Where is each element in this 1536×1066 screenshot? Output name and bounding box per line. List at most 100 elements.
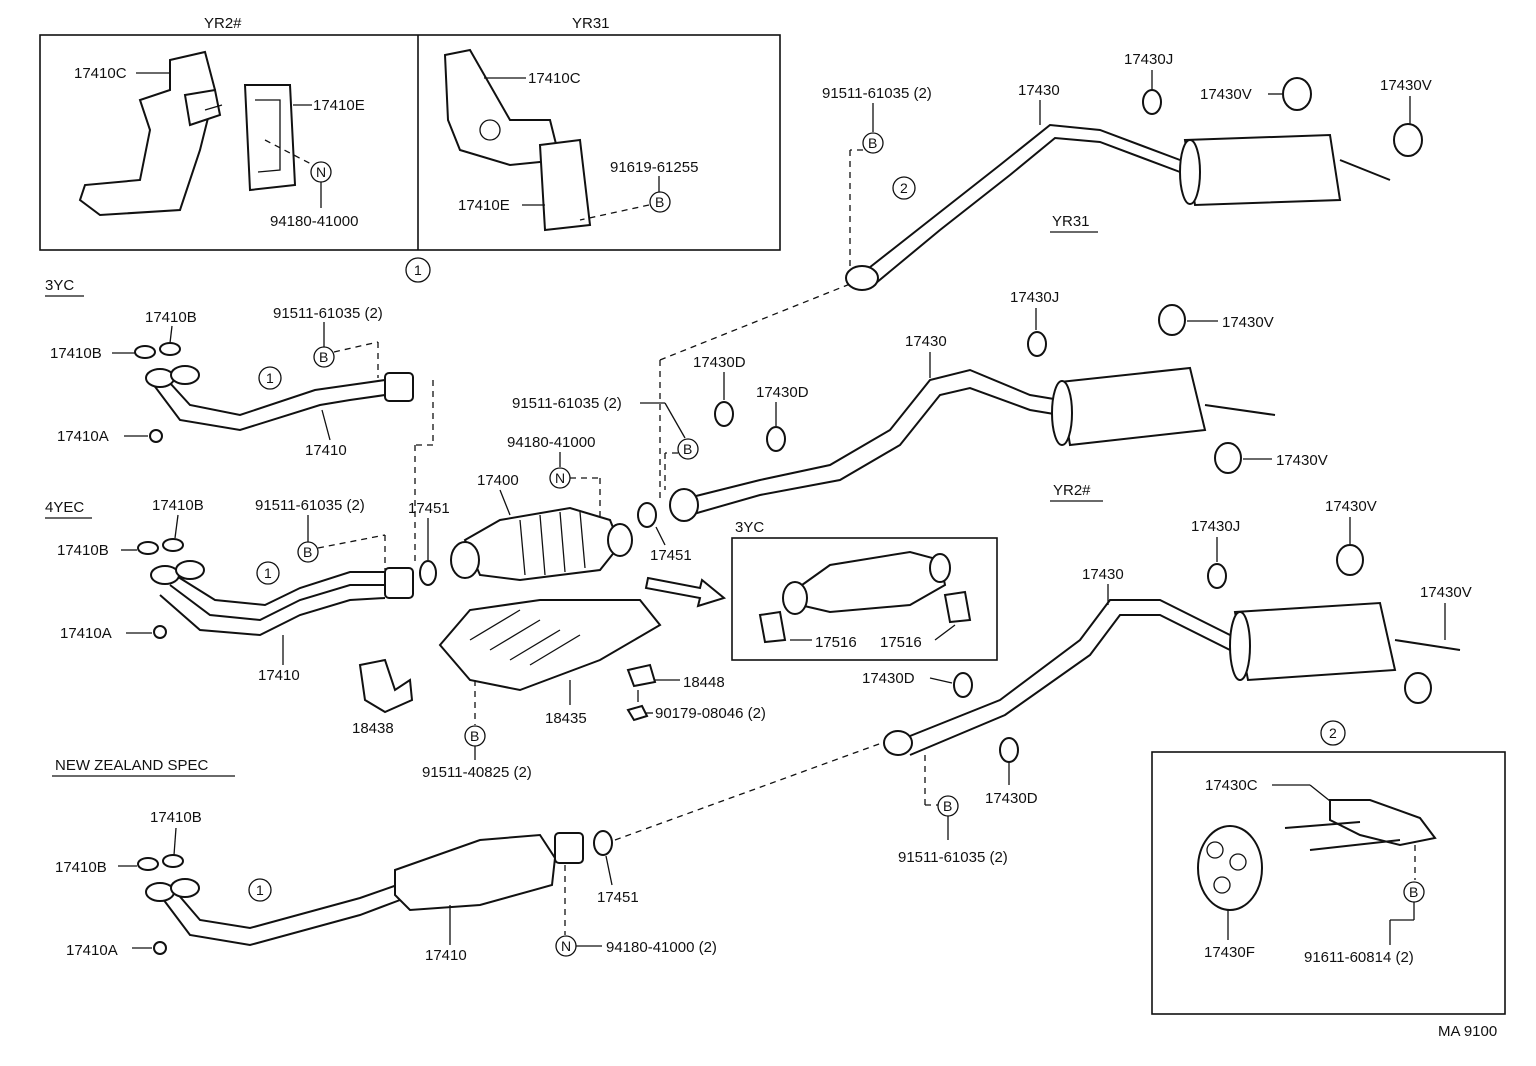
svg-text:B: B (683, 441, 692, 457)
section-label-3yc-inset: 3YC (735, 519, 764, 536)
label-17400: 17400 (477, 472, 519, 489)
label-17410c-yr2: 17410C (74, 65, 127, 82)
tailpipe-yr31-top: 91511-61035 (2) B 2 17430 17430J 17430V … (822, 51, 1432, 291)
label-17410-3yc: 17410 (305, 442, 347, 459)
label-17410e-yr31: 17410E (458, 197, 510, 214)
label-91511-40825: 91511-40825 (2) (422, 764, 532, 781)
label-91511-low: 91511-61035 (2) (898, 849, 1008, 866)
pre-muffler-nz (394, 833, 557, 912)
bracket-17410e-yr31 (538, 138, 592, 232)
label-17430-top: 17430 (1018, 82, 1060, 99)
label-18448: 18448 (683, 674, 725, 691)
tailpipe-yr2: YR2# 17430 17430J 17430V 17430V 17430D 1… (862, 482, 1472, 866)
section-label-nz: NEW ZEALAND SPEC (55, 757, 209, 774)
section-label-yr31-right: YR31 (1052, 213, 1090, 230)
section-label-yr2: YR2# (204, 15, 242, 32)
label-17430j-low: 17430J (1191, 518, 1240, 535)
label-17410c-yr31: 17410C (528, 70, 581, 87)
label-17430j-top: 17430J (1124, 51, 1173, 68)
section-label-3yc: 3YC (45, 277, 74, 294)
inset-arrow (644, 576, 727, 608)
front-pipe-4yec (159, 594, 386, 637)
front-pipe-3yc (149, 379, 386, 432)
section-label-yr31: YR31 (572, 15, 610, 32)
bracket-detail-box: YR2# YR31 17410C 17410E N 94180-41000 17… (39, 15, 781, 283)
svg-text:N: N (316, 164, 326, 180)
svg-text:B: B (868, 135, 877, 151)
label-17430d-c: 17430D (862, 670, 915, 687)
muffler-mid (1058, 366, 1207, 447)
label-90179: 90179-08046 (2) (655, 705, 766, 722)
label-17430f: 17430F (1204, 944, 1255, 961)
label-91511-3yc: 91511-61035 (2) (273, 305, 383, 322)
label-17451-c: 17451 (597, 889, 639, 906)
svg-text:1: 1 (414, 262, 422, 278)
catalytic-converter: 17400 94180-41000 N (450, 434, 633, 582)
label-17410a-3yc: 17410A (57, 428, 109, 445)
label-91511-mid: 91511-61035 (2) (512, 395, 622, 412)
label-17410b-top-nz: 17410B (150, 809, 202, 826)
label-17516-b: 17516 (880, 634, 922, 651)
label-17430v-top1: 17430V (1200, 86, 1252, 103)
label-17451-a: 17451 (408, 500, 450, 517)
label-17410-4yec: 17410 (258, 667, 300, 684)
section-label-4yec: 4YEC (45, 499, 84, 516)
section-3yc: 3YC 17410B 17410B 1 91511-61035 (2) B 17… (45, 277, 414, 459)
svg-text:B: B (1409, 884, 1418, 900)
svg-text:N: N (555, 470, 565, 486)
label-17430-mid: 17430 (905, 333, 947, 350)
bracket-17410e-yr2 (243, 84, 297, 192)
section-4yec: 4YEC 17410B 17410B 1 91511-61035 (2) B 1… (45, 497, 414, 684)
muffler-yr31 (1183, 133, 1342, 207)
label-17430v-mid2: 17430V (1276, 452, 1328, 469)
svg-text:B: B (303, 544, 312, 560)
tailpipe-mid: 17430D 17430D 17430J 17430 17430V 17430V (669, 289, 1328, 522)
svg-text:1: 1 (256, 882, 264, 898)
label-17410b-left: 17410B (50, 345, 102, 362)
label-17430v-low2: 17430V (1420, 584, 1472, 601)
label-18435: 18435 (545, 710, 587, 727)
label-17430j-mid: 17430J (1010, 289, 1059, 306)
ref-one-marker (405, 257, 431, 283)
inset-3yc: 3YC 17516 17516 (731, 519, 998, 661)
svg-text:N: N (561, 938, 571, 954)
label-17430c: 17430C (1205, 777, 1258, 794)
label-17410b-top-4yec: 17410B (152, 497, 204, 514)
label-17430v-mid1: 17430V (1222, 314, 1274, 331)
bracket-18438 (358, 658, 414, 714)
svg-text:B: B (470, 728, 479, 744)
label-17410a-nz: 17410A (66, 942, 118, 959)
svg-text:B: B (319, 349, 328, 365)
hanger-17430c (1329, 799, 1437, 847)
section-label-yr2-right: YR2# (1053, 482, 1091, 499)
label-17410b-left-nz: 17410B (55, 859, 107, 876)
label-17410b-left-4yec: 17410B (57, 542, 109, 559)
label-94180-mid: 94180-41000 (507, 434, 595, 451)
label-91511-4yec: 91511-61035 (2) (255, 497, 365, 514)
label-17410e-yr2: 17410E (313, 97, 365, 114)
label-17430d-d: 17430D (985, 790, 1038, 807)
label-18438: 18438 (352, 720, 394, 737)
label-94180-nz: 94180-41000 (2) (606, 939, 717, 956)
svg-text:2: 2 (900, 180, 908, 196)
label-17410a-4yec: 17410A (60, 625, 112, 642)
label-17410b-top: 17410B (145, 309, 197, 326)
heat-shield: 18435 B 91511-40825 (2) (422, 599, 662, 781)
section-nz: NEW ZEALAND SPEC 17410B 17410B 1 17410A … (52, 739, 891, 964)
label-17516-a: 17516 (815, 634, 857, 651)
footer-code: MA 9100 (1438, 1023, 1497, 1040)
label-17430d-a: 17430D (693, 354, 746, 371)
detail-two-box: 2 17430C B 91611-60814 (2) 17430F (1151, 720, 1506, 1015)
svg-text:B: B (943, 798, 952, 814)
clip-18448 (626, 663, 657, 688)
label-17430v-low1: 17430V (1325, 498, 1377, 515)
svg-text:B: B (655, 194, 664, 210)
label-17430-low: 17430 (1082, 566, 1124, 583)
muffler-yr2 (1233, 601, 1397, 682)
svg-text:1: 1 (266, 370, 274, 386)
label-17410-nz: 17410 (425, 947, 467, 964)
label-17430d-b: 17430D (756, 384, 809, 401)
label-94180-yr2: 94180-41000 (270, 213, 358, 230)
front-pipe-nz (159, 894, 401, 947)
